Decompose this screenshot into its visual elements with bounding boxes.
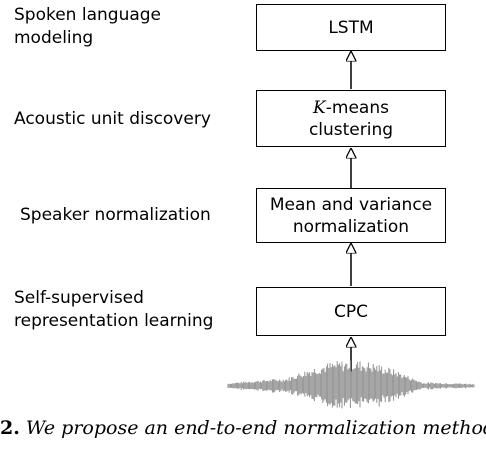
box-line: normalization xyxy=(292,216,410,237)
kmeans-suffix: -means xyxy=(325,97,389,118)
stage-label-speaker-normalization: Speaker normalization xyxy=(20,204,211,227)
stage-label-language-modeling: Spoken language modeling xyxy=(14,4,161,50)
stage-label-line: Speaker normalization xyxy=(20,205,211,225)
box-line-kmeans: K-means xyxy=(313,97,389,119)
stage-label-self-supervised-learning: Self-supervised representation learning xyxy=(14,287,213,333)
box-line: clustering xyxy=(308,119,394,140)
k-variable: K xyxy=(313,97,326,118)
caption-text: We propose an end-to-end normalization m… xyxy=(25,417,486,439)
caption-number: 2. xyxy=(0,417,20,439)
stage-label-line: representation learning xyxy=(14,311,214,331)
kmeans-clustering-box: K-means clustering xyxy=(256,90,446,147)
box-line: Mean and variance xyxy=(269,194,433,215)
stage-label-acoustic-unit-discovery: Acoustic unit discovery xyxy=(14,108,211,131)
lstm-box: LSTM xyxy=(256,4,446,51)
box-line: LSTM xyxy=(328,17,374,38)
stage-label-line: Spoken language xyxy=(14,5,162,25)
figure-caption: 2. We propose an end-to-end normalizatio… xyxy=(0,406,486,450)
mean-variance-normalization-box: Mean and variance normalization xyxy=(256,188,446,243)
stage-label-line: modeling xyxy=(14,28,94,48)
cpc-box: CPC xyxy=(256,287,446,336)
stage-label-line: Self-supervised xyxy=(14,288,144,308)
stage-label-line: Acoustic unit discovery xyxy=(14,109,211,129)
waveform-trace xyxy=(227,360,475,409)
waveform-icon xyxy=(227,360,475,409)
box-line: CPC xyxy=(334,301,368,322)
